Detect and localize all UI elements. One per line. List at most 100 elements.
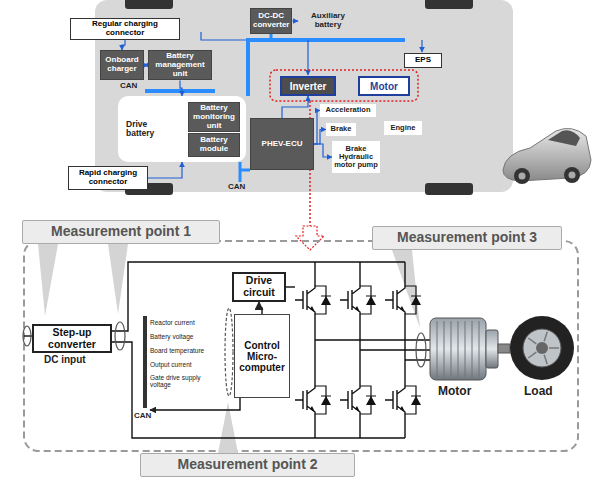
connector <box>314 130 326 145</box>
drawing-g <box>437 321 479 377</box>
drawing-line <box>465 321 466 377</box>
drawing-use <box>295 378 331 422</box>
drawing-use <box>385 278 421 322</box>
text-label: Gate drive supply voltage <box>150 374 222 388</box>
drawing-path <box>548 130 580 146</box>
component-box: Motor <box>358 76 410 96</box>
drawing-circle <box>510 316 574 380</box>
drawing-path <box>38 244 58 316</box>
component-box: Drive circuit <box>232 272 286 302</box>
drawing-use <box>340 278 376 322</box>
node-text: Measurement point 2 <box>177 457 317 472</box>
component-box: Brake Hydraulic motor pump <box>332 141 380 173</box>
connector <box>259 302 262 314</box>
measurement-frame <box>24 241 578 453</box>
signal-bus <box>143 316 147 408</box>
drawing-line <box>479 321 480 377</box>
text-label: Battery voltage <box>150 333 193 340</box>
connector <box>180 80 182 96</box>
drawing-path <box>145 89 215 93</box>
node-text: Measurement point 3 <box>397 230 537 245</box>
node-text: Drive circuit <box>237 275 281 298</box>
battery-region: Drive battery Battery monitoring unitBatt… <box>118 96 246 162</box>
drawing-line <box>472 321 473 377</box>
component-box: Regular charging connector <box>70 18 180 40</box>
measurement-probes <box>23 308 426 396</box>
component-box: Battery module <box>188 133 240 157</box>
node-text: Battery management unit <box>151 52 209 78</box>
drawing-circle <box>523 329 561 367</box>
car-picture <box>503 128 591 184</box>
node-text: Battery module <box>191 136 237 154</box>
node-text: Onboard charger <box>103 56 141 74</box>
text-label: CAN <box>134 412 151 421</box>
drawing-path <box>108 244 128 314</box>
node-text: Drive battery <box>126 120 176 139</box>
drawing-rect <box>498 344 510 353</box>
node-text: Brake Hydraulic motor pump <box>334 145 378 170</box>
node-text: EPS <box>415 56 431 65</box>
drawing-circle <box>569 172 576 179</box>
component-box: DC-DC converter <box>250 8 292 34</box>
drawing-rect <box>486 330 498 368</box>
drawing-use <box>340 378 376 422</box>
drawing-circle <box>564 167 580 183</box>
drawing-rect <box>425 183 473 195</box>
drawing-path <box>315 340 430 360</box>
component-box: Rapid charging connector <box>68 166 148 190</box>
node-text: Control Micro-computer <box>236 340 288 373</box>
text-label: Output current <box>150 361 192 368</box>
drawing-path <box>421 40 422 52</box>
node-text: PHEV-ECU <box>262 140 303 149</box>
component-box: PHEV-ECU <box>250 118 314 170</box>
component-box: Inverter <box>280 76 336 96</box>
component-box: Acceleration <box>320 104 376 117</box>
drawing-path <box>296 226 324 250</box>
callout-box: Measurement point 2 <box>140 453 355 477</box>
drawing-rect <box>430 318 486 380</box>
igbt-bridge <box>295 278 421 422</box>
connector <box>314 144 332 157</box>
drawing-ellipse <box>416 333 426 367</box>
drawing-rect <box>125 0 173 9</box>
connector <box>282 96 308 118</box>
component-box: Step-up converter <box>32 324 112 353</box>
node-text: Auxiliary battery <box>298 12 358 30</box>
component-box: Control Micro-computer <box>234 314 290 398</box>
drawing-use <box>385 378 421 422</box>
drawing-ellipse <box>225 308 233 396</box>
drawing-rect <box>24 241 578 451</box>
text-label: Board temperature <box>150 347 204 354</box>
drawing-ellipse <box>115 322 125 350</box>
node-text: Regular charging connector <box>73 20 177 38</box>
drawing-path <box>150 398 240 410</box>
node-text: Inverter <box>290 81 327 92</box>
node-text: Step-up converter <box>37 327 107 350</box>
drawing-line <box>458 321 459 377</box>
drawing-path <box>240 162 250 182</box>
node-text: Acceleration <box>325 106 370 114</box>
drawing-path <box>248 40 405 96</box>
drawing-path <box>270 34 273 40</box>
component-box: EPS <box>404 53 442 68</box>
component-box: Brake <box>326 123 356 136</box>
drawing-path <box>201 32 246 40</box>
drawing-circle <box>536 342 548 354</box>
component-box: Auxiliary battery <box>298 9 358 33</box>
drawing-g <box>528 332 559 364</box>
connector <box>122 40 125 50</box>
node-text: Engine <box>390 124 415 132</box>
connector <box>148 162 182 178</box>
node-text: Motor <box>370 81 398 92</box>
drawing-line <box>544 332 547 342</box>
text-label: CAN <box>120 82 137 91</box>
node-text: Measurement point 1 <box>51 224 191 239</box>
node-text: Brake <box>331 125 352 133</box>
motor-picture <box>430 318 510 380</box>
drawing-rect <box>425 0 473 9</box>
drawing-circle <box>519 173 526 180</box>
text-label: Reactor current <box>150 319 195 326</box>
callout-box: Measurement point 1 <box>22 220 220 244</box>
drawing-rect <box>270 70 418 101</box>
node-text: Battery monitoring unit <box>191 104 237 130</box>
